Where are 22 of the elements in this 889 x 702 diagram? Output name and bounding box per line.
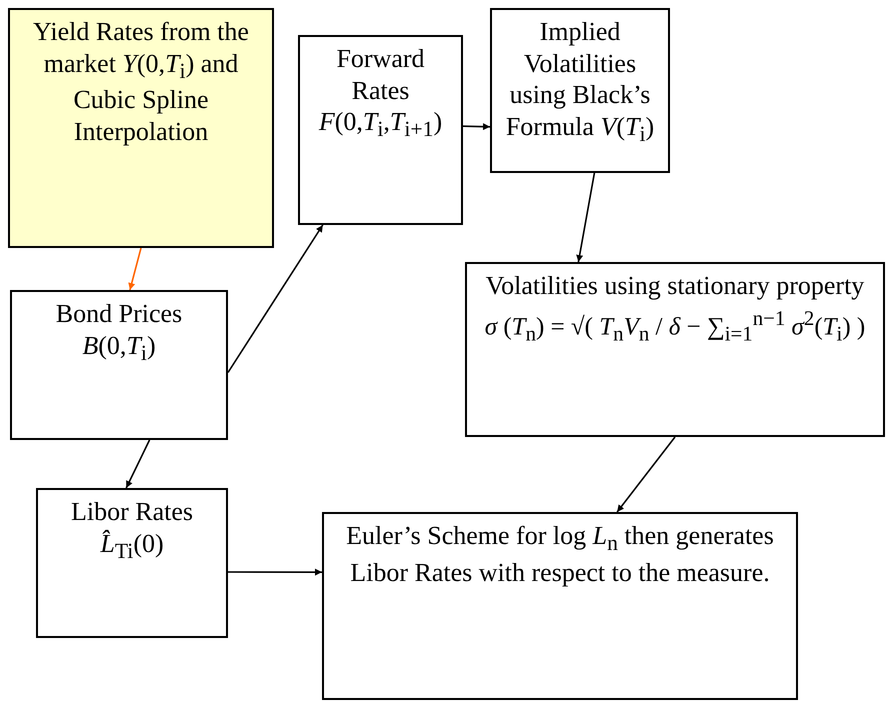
process-box bbox=[322, 512, 798, 700]
arrow bbox=[228, 568, 322, 576]
process-box bbox=[10, 290, 228, 440]
box-text: Bond Prices B(0,T$_{i}$) bbox=[54, 298, 184, 366]
box-text: Volatilities using stationary property bbox=[486, 270, 864, 302]
process-box bbox=[36, 488, 228, 638]
arrow bbox=[227, 224, 324, 373]
arrow bbox=[128, 248, 142, 290]
box-text: Implied Volatilities using Black’s Formula V(T$_{i}$) bbox=[504, 16, 656, 148]
process-box bbox=[465, 262, 885, 437]
formula-text: σ (T$_{n}$) = √( T$_{n}$V$_{n}$ / δ − ∑$_{i=1}$$^{n−1}$ σ$^{2}$(T$_{i}$) ) bbox=[484, 306, 866, 346]
box-text: Yield Rates from the market Y(0,T$_{i}$) and Cubic Spline Interpolation bbox=[32, 16, 250, 148]
box-text: Euler’s Scheme for log L$_{n}$ then generates Libor Rates with respect to the measure. bbox=[345, 520, 775, 588]
arrow bbox=[462, 123, 490, 130]
arrow bbox=[126, 440, 150, 488]
arrow bbox=[576, 172, 596, 262]
box-text: Forward Rates F(0,T$_{i}$,T$_{i+1}$) bbox=[318, 43, 444, 144]
arrow bbox=[616, 436, 676, 512]
process-box bbox=[8, 8, 274, 248]
box-text: Libor Rates L̂$_{Ti}$(0) bbox=[70, 496, 194, 564]
process-box bbox=[298, 35, 463, 225]
process-box bbox=[490, 8, 670, 173]
